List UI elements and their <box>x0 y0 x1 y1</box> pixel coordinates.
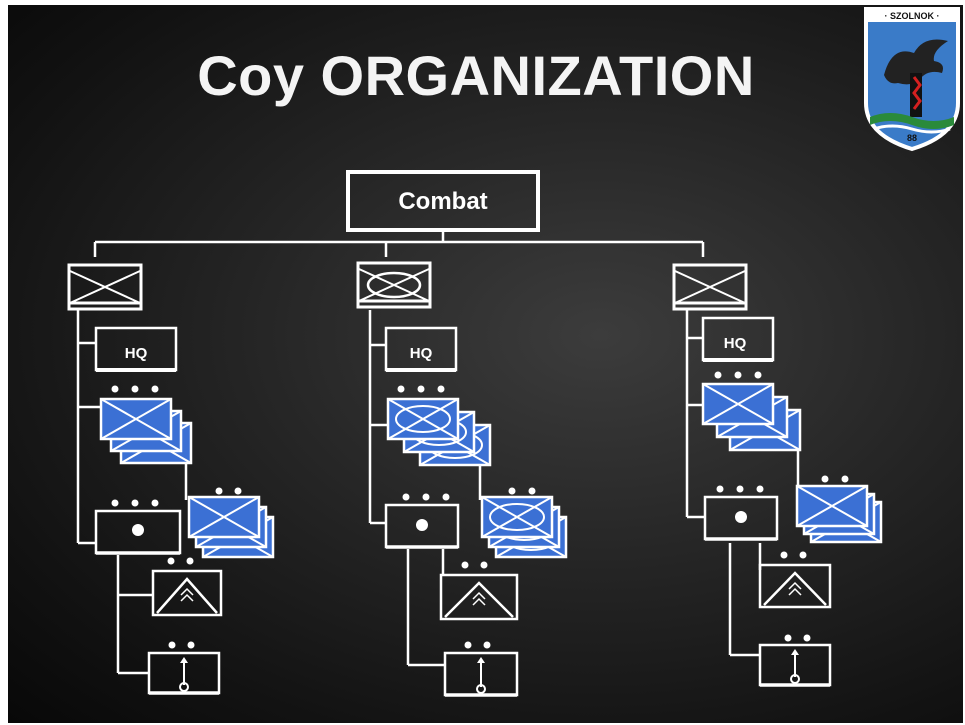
at-section-right <box>758 563 832 609</box>
vehicle-sections-left <box>187 495 275 559</box>
recon-section-right <box>758 643 832 687</box>
vehicle-dots-right <box>821 475 849 483</box>
organization-diagram: Combat <box>67 170 883 697</box>
right-column: HQ <box>672 263 883 687</box>
section-dots-right-2 <box>716 485 764 493</box>
section-dots-left-1 <box>111 385 159 393</box>
weapons-section-right <box>703 495 779 541</box>
section-dots-middle-2 <box>402 493 450 501</box>
svg-text:· SZOLNOK ·: · SZOLNOK · <box>885 11 940 21</box>
hq-box-right: HQ <box>701 316 775 362</box>
weapons-section-middle <box>384 503 460 549</box>
recon-section-left <box>147 651 221 695</box>
platoon-symbol-left <box>67 263 143 311</box>
at-dots-right <box>780 551 807 559</box>
svg-text:HQ: HQ <box>125 345 148 362</box>
page-title: Coy ORGANIZATION <box>197 44 755 107</box>
hq-box-middle: HQ <box>384 326 458 372</box>
svg-text:88: 88 <box>907 133 917 143</box>
hq-box-left: HQ <box>94 326 178 372</box>
svg-text:HQ: HQ <box>724 335 747 352</box>
infantry-sections-left <box>99 397 193 465</box>
infantry-sections-middle <box>386 397 492 467</box>
at-section-middle <box>439 573 519 621</box>
left-column: HQ <box>67 263 275 695</box>
recon-section-middle <box>443 651 519 697</box>
section-dots-middle-1 <box>397 385 445 393</box>
slide: Coy ORGANIZATION · SZOLNOK · 88 <box>8 5 963 723</box>
vehicle-dots-middle <box>508 487 536 495</box>
section-dots-left-2 <box>111 499 159 507</box>
at-dots-middle <box>461 561 488 569</box>
recon-dots-middle <box>464 641 491 649</box>
recon-dots-left <box>168 641 195 649</box>
svg-text:HQ: HQ <box>410 345 433 362</box>
combat-label: Combat <box>398 188 487 215</box>
platoon-symbol-middle <box>356 261 432 309</box>
vehicle-sections-right <box>795 484 883 544</box>
connector-lines <box>93 230 705 257</box>
infantry-sections-right <box>701 382 802 452</box>
middle-column: HQ <box>356 261 568 697</box>
szolnok-emblem: · SZOLNOK · 88 <box>864 7 960 152</box>
at-dots-left <box>167 557 194 565</box>
recon-dots-right <box>784 634 811 642</box>
platoon-symbol-right <box>672 263 748 311</box>
vehicle-dots-left <box>215 487 242 495</box>
vehicle-sections-middle <box>480 495 568 559</box>
at-section-left <box>151 569 223 617</box>
weapons-section-left <box>94 509 182 555</box>
section-dots-right-1 <box>714 371 762 379</box>
